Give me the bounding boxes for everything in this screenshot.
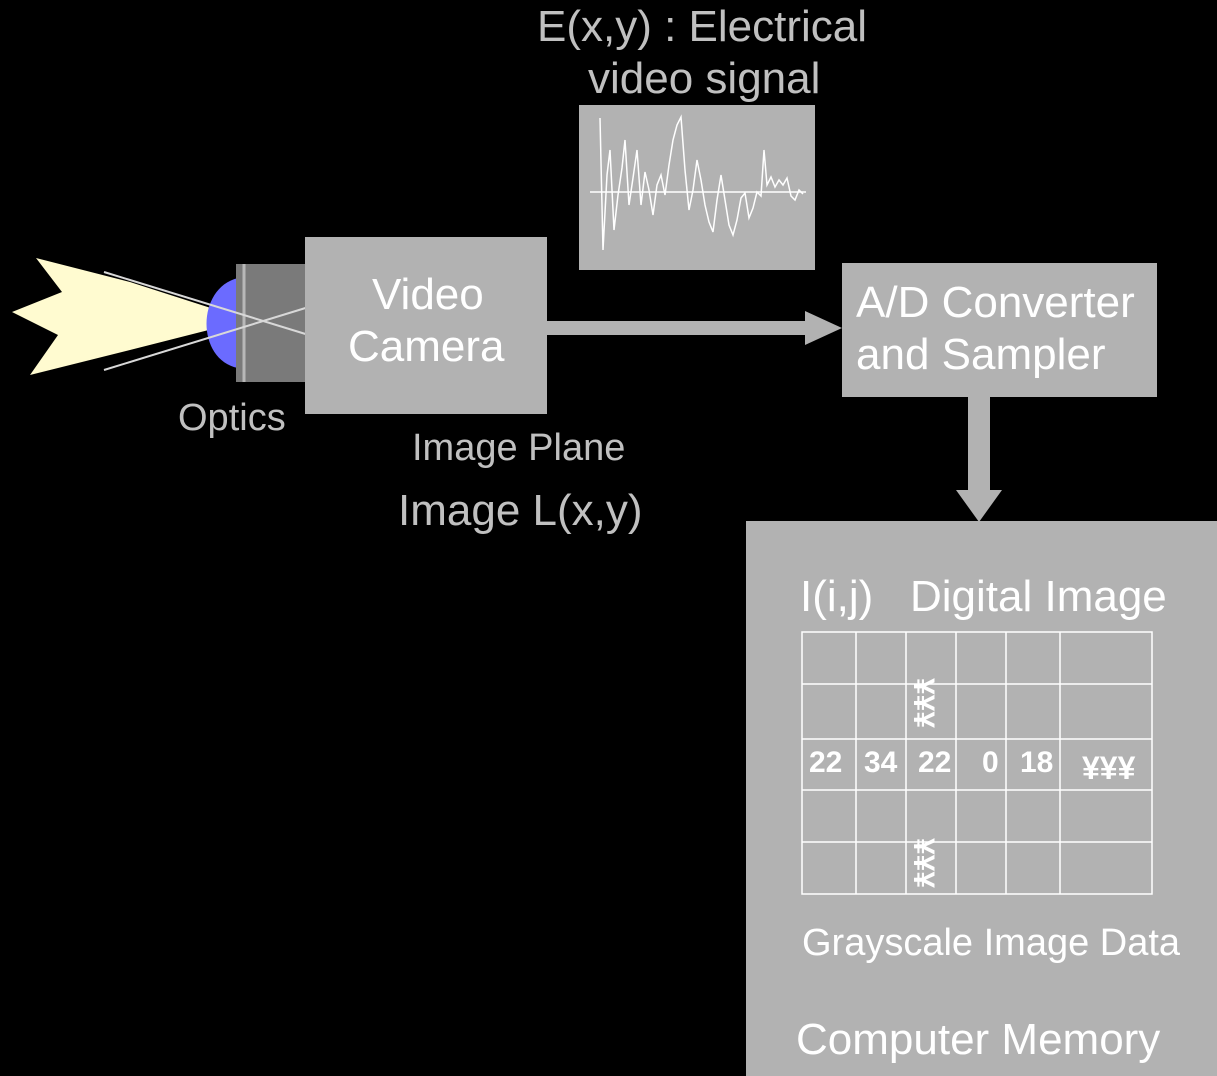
converter-label-line2: and Sampler xyxy=(856,330,1106,379)
signal-title-line2: video signal xyxy=(588,54,821,103)
arrow-shaft-vertical xyxy=(968,397,990,493)
optics-label: Optics xyxy=(178,397,286,439)
ad-converter-box xyxy=(842,263,1157,397)
grid-caption: Grayscale Image Data xyxy=(802,922,1181,964)
image-function-label: Image L(x,y) xyxy=(398,486,643,535)
computer-memory-label: Computer Memory xyxy=(796,1015,1161,1064)
signal-title-line1: E(x,y) : Electrical xyxy=(537,2,868,51)
grid-cell-value: 0 xyxy=(982,746,999,779)
grid-cell-ellipsis: ¥¥¥ xyxy=(1082,750,1136,786)
camera-label-line2: Camera xyxy=(348,322,505,371)
signal-scope-box xyxy=(579,105,815,270)
video-camera-box xyxy=(305,237,547,414)
light-source-shape xyxy=(12,258,248,375)
digital-image-label: I(i,j) Digital Image xyxy=(800,572,1167,621)
grid-cell-value: 22 xyxy=(918,746,952,779)
optics-lens xyxy=(206,278,238,368)
video-signal-waveform xyxy=(599,114,804,251)
grid-cell-value: 18 xyxy=(1020,746,1054,779)
camera-label-line1: Video xyxy=(372,270,484,319)
light-ray xyxy=(103,271,313,337)
grid-cell-value: 34 xyxy=(864,746,898,779)
grid-column-ellipsis-top: ¥¥¥ xyxy=(907,677,941,729)
digital-image-grid xyxy=(801,631,1153,895)
grid-cell-value: 22 xyxy=(809,746,843,779)
grid-column-ellipsis-bottom: ¥¥¥ xyxy=(907,837,941,889)
arrow-head-down xyxy=(956,490,1002,522)
image-plane-label: Image Plane xyxy=(412,427,626,469)
light-ray xyxy=(103,305,313,371)
arrow-shaft-horizontal xyxy=(547,321,809,335)
computer-memory-box xyxy=(746,521,1217,1076)
arrow-head-right xyxy=(805,311,842,345)
converter-label-line1: A/D Converter xyxy=(856,278,1135,327)
